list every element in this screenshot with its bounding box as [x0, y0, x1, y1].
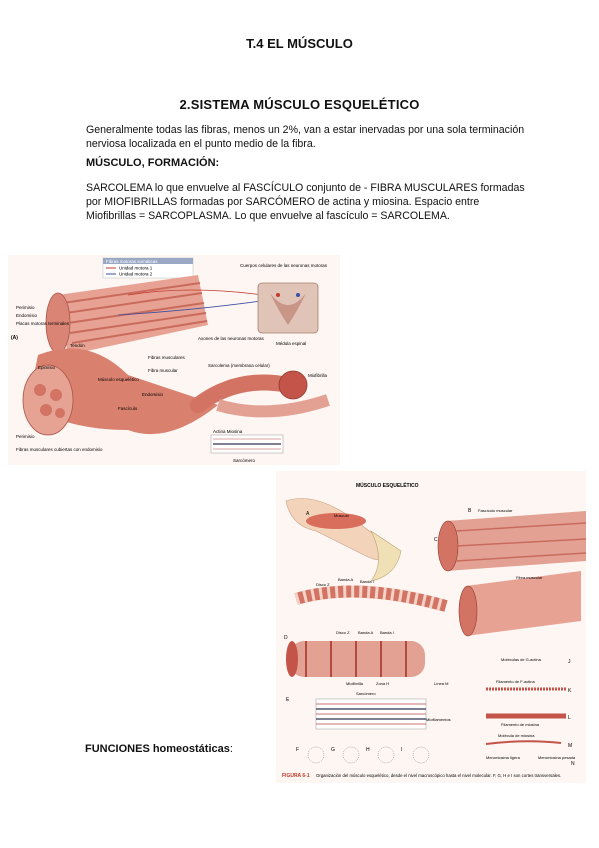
document-title: T.4 EL MÚSCULO [246, 36, 353, 51]
label-b: B [468, 508, 472, 514]
functions-heading: FUNCIONES homeostáticas: [85, 743, 233, 755]
label-axones: Axones de las neuronas motoras [198, 336, 265, 341]
label-banda-i-2: Banda I [380, 630, 394, 635]
muscle-fiber-tube [190, 374, 296, 413]
figure-muscle-structure: Fibras motoras somáticas Unidad motora 1… [8, 255, 340, 465]
legend-label-1: Unidad motora 1 [119, 266, 153, 271]
label-disco-z-2: Disco Z [336, 630, 350, 635]
fig-b-header: MÚSCULO ESQUELÉTICO [356, 481, 419, 489]
arm-drawing [285, 498, 402, 582]
fascicle-drawing [437, 511, 587, 572]
label-fibras: Fibras musculares [148, 355, 186, 360]
label-sarcolema: Sarcolema (membrana celular) [208, 363, 270, 368]
label-zona-h: Zona H [376, 681, 389, 686]
label-meromiosina-ligera: Meromiosina ligera [486, 755, 521, 760]
functions-heading-colon: : [229, 743, 233, 755]
label-f-actina: Filamento de F-actina [496, 679, 535, 684]
whole-muscle [22, 348, 218, 436]
sarcomere-schematic [210, 434, 284, 454]
label-banda-a: Banda A [338, 577, 353, 582]
label-fasciculo: Fascículo muscular [478, 508, 513, 513]
label-d: D [284, 635, 288, 641]
label-miofilamentos: Miofilamentos [426, 717, 451, 722]
figure-muscle-organization: MÚSCULO ESQUELÉTICO A Músculo B Fascícul… [276, 471, 587, 783]
label-g-actina: Moléculas de G-actina [501, 657, 542, 662]
cross-sections [307, 746, 430, 764]
spinal-cord [257, 282, 319, 334]
figure-label-a: (A) [11, 335, 18, 341]
myofibril-bands [216, 394, 330, 418]
figure-caption-label: FIGURA 6-1 [282, 773, 310, 779]
legend-label-2: Unidad motora 2 [119, 272, 153, 277]
label-linea-m: Línea M [434, 681, 448, 686]
sarcomere-diagram [315, 698, 427, 730]
label-musculo: Músculo esquelético [98, 377, 139, 382]
label-miofibrilla: Miofibrilla [308, 373, 328, 378]
label-n: N [571, 761, 575, 767]
fiber-cross-section [278, 370, 308, 400]
figure-a-illustration: Fibras motoras somáticas Unidad motora 1… [11, 257, 330, 463]
label-fibra: Fibra muscular [516, 575, 543, 580]
fiber-bundle [45, 275, 208, 355]
legend-header [103, 258, 193, 264]
label-disco-z: Disco Z [316, 582, 330, 587]
label-f: F [296, 747, 299, 753]
label-h: H [366, 747, 370, 753]
myofibril-strip [294, 585, 448, 612]
label-actina-miosina: Actina Miosina [213, 429, 243, 434]
label-m: M [568, 743, 572, 749]
label-a: A [306, 511, 310, 517]
label-fibras-cubiertas: Fibras musculares cubiertas con endomisi… [16, 447, 103, 452]
label-musculo: Músculo [334, 513, 350, 518]
label-i: I [401, 747, 402, 753]
legend-title: Fibras motoras somáticas [106, 259, 158, 264]
label-fasciculo: Fascículo [118, 406, 138, 411]
label-cuerpos: Cuerpos celulares de las neuronas motora… [240, 263, 328, 268]
label-k: K [568, 688, 572, 694]
myosin-molecule [485, 740, 562, 745]
label-filamento-miosina: Filamento de miosina [501, 722, 540, 727]
label-molecula-miosina: Molécula de miosina [498, 733, 535, 738]
label-sarcomero: Sarcómero [233, 458, 256, 463]
label-sarcomero: Sarcómero [356, 691, 376, 696]
label-medula: Médula espinal [276, 341, 306, 346]
label-fibra-muscular: Fibra muscular [148, 368, 178, 373]
label-banda-i: Banda I [360, 579, 374, 584]
label-g: G [331, 747, 335, 753]
label-banda-a-2: Banda A [358, 630, 373, 635]
label-perimisio: Perimisio [16, 305, 35, 310]
section-heading: 2.SISTEMA MÚSCULO ESQUELÉTICO [179, 97, 420, 112]
subheading-formation: MÚSCULO, FORMACIÓN: [86, 157, 220, 169]
functions-heading-bold: FUNCIONES homeostáticas [85, 743, 230, 755]
label-e: E [286, 697, 290, 703]
label-meromiosina-pesada: Meromiosina pesada [538, 755, 576, 760]
label-endomisio-2: Endomisio [142, 392, 164, 397]
nerve-red [127, 289, 264, 296]
label-l: L [568, 715, 571, 721]
label-tendon: Tendón [70, 343, 85, 348]
label-miofibrilla: Miofibrilla [346, 681, 364, 686]
label-perimisio-2: Perimisio [16, 434, 35, 439]
figure-caption-text: Organización del músculo esquelético, de… [316, 773, 561, 778]
myofibril-cylinder [286, 641, 425, 677]
label-placas: Placas motoras terminales [16, 321, 70, 326]
paragraph-innervation: Generalmente todas las fibras, menos un … [86, 124, 525, 150]
figure-b-illustration: MÚSCULO ESQUELÉTICO A Músculo B Fascícul… [282, 481, 587, 779]
label-j: J [568, 659, 571, 665]
label-c: C [434, 537, 438, 543]
paragraph-formation: SARCOLEMA lo que envuelve al FASCÍCULO c… [86, 182, 525, 222]
label-epimisio: Epimisio [38, 365, 56, 370]
nerve-blue [117, 299, 269, 316]
muscle-fiber-drawing [458, 571, 581, 637]
label-endomisio: Endomisio [16, 313, 38, 318]
